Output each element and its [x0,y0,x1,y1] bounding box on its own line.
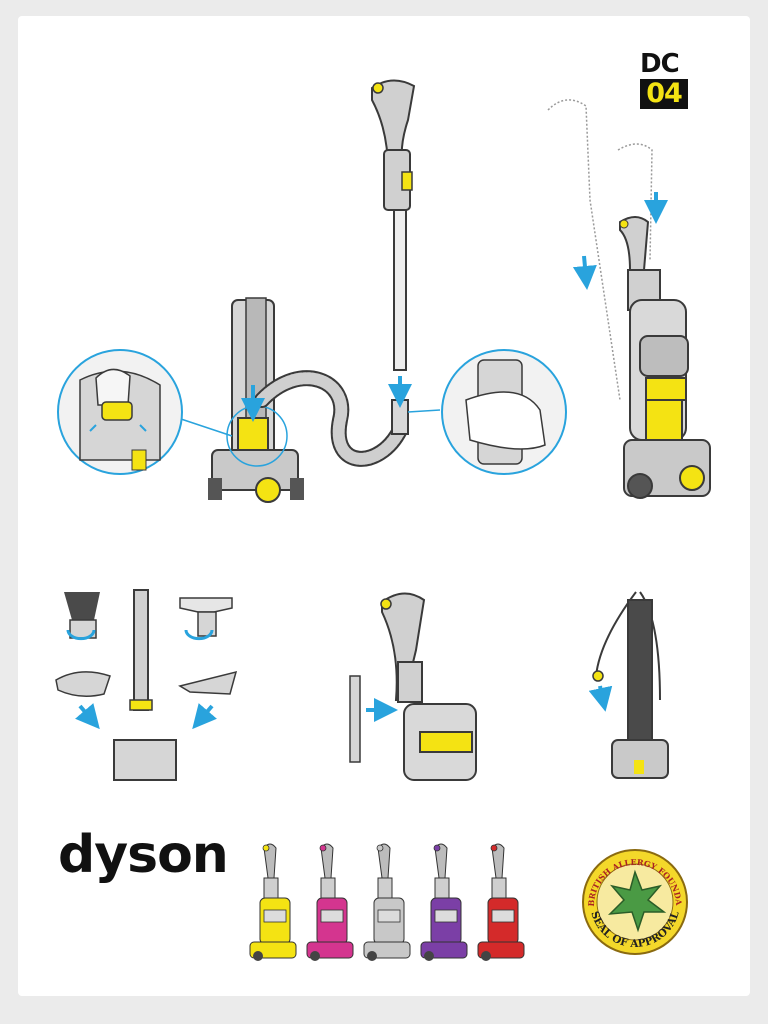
variant-machine [477,843,525,961]
model-badge: DC 04 [640,50,688,110]
badge-line2: 04 [640,79,688,109]
detail-circle-right [407,349,567,475]
step-storage [588,591,669,779]
variant-machine [306,843,354,961]
detail-circle-left [57,349,233,475]
badge-line1: DC [640,49,680,79]
step1-hose [254,370,409,467]
step1-wand [371,79,416,371]
variant-machine [420,843,468,961]
step2-upright [547,99,711,499]
dyson-logo: dyson [58,825,229,885]
leaf-icon [608,869,667,933]
allergy-foundation-seal: THE BRITISH ALLERGY FOUNDATION SEAL OF A… [580,846,688,955]
accessory-tools [55,589,238,781]
step-hose-release [349,592,477,781]
variant-machine [363,843,411,961]
colour-variants [249,843,525,961]
variant-machine [249,843,297,961]
